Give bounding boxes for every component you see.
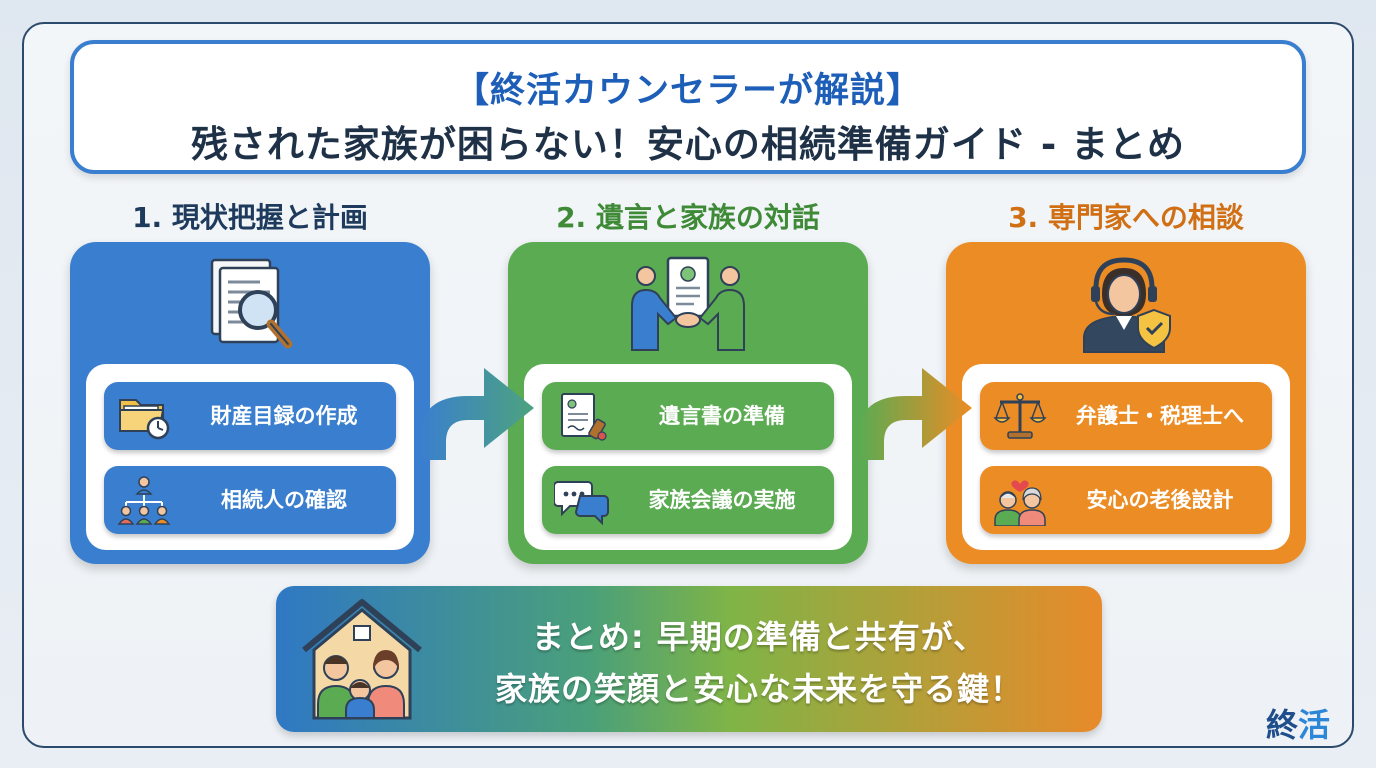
family-tree-icon — [117, 476, 171, 525]
step2-item-1-label: 遺言書の準備 — [659, 404, 785, 428]
summary-banner: まとめ: 早期の準備と共有が、 家族の笑顔と安心な未来を守る鍵！ — [276, 586, 1102, 732]
counselor-shield-icon — [1083, 257, 1171, 353]
flow-arrow-1-to-2 — [420, 368, 534, 460]
flow-arrow-2-to-3 — [858, 368, 972, 460]
step1-item-2[interactable]: 相続人の確認 — [104, 466, 396, 534]
summary-line-1: まとめ: 早期の準備と共有が、 — [531, 618, 987, 656]
step1-item-1-label: 財産目録の作成 — [210, 404, 358, 428]
logo-char-1: 終 — [1266, 706, 1299, 744]
step1-item-2-label: 相続人の確認 — [221, 488, 347, 512]
step1-items-card: 財産目録の作成 相続人の確認 — [86, 364, 414, 550]
step3-item-1-label: 弁護士・税理士へ — [1076, 404, 1244, 428]
logo-char-2: 活 — [1298, 706, 1331, 744]
step2-item-2-label: 家族会議の実施 — [648, 488, 796, 512]
elderly-couple-icon — [994, 480, 1046, 526]
step3-item-1[interactable]: 弁護士・税理士へ — [980, 382, 1272, 450]
step3-heading: 3. 専門家への相談 — [1008, 201, 1244, 234]
step2-panel: 遺言書の準備 家族会議の実施 — [508, 242, 868, 564]
step3-item-2[interactable]: 安心の老後設計 — [980, 466, 1272, 534]
step1-panel: 財産目録の作成 相続人の確認 — [70, 242, 430, 564]
brand-logo: 終活 — [1266, 700, 1350, 744]
page-title: 残された家族が困らない！安心の相続準備ガイド - まとめ — [190, 123, 1186, 166]
step2-item-1[interactable]: 遺言書の準備 — [542, 382, 834, 450]
summary-line-2: 家族の笑顔と安心な未来を守る鍵！ — [494, 670, 1023, 708]
step2-items-card: 遺言書の準備 家族会議の実施 — [524, 364, 852, 550]
step2-heading: 2. 遺言と家族の対話 — [556, 201, 820, 234]
family-house-icon — [302, 599, 422, 720]
title-banner: 【終活カウンセラーが解説】 残された家族が困らない！安心の相続準備ガイド - ま… — [70, 40, 1306, 174]
document-magnifier-icon — [210, 258, 293, 349]
chat-bubbles-icon — [554, 481, 609, 526]
step3-items-card: 弁護士・税理士へ 安心の老後設計 — [962, 364, 1290, 550]
step1-item-1[interactable]: 財産目録の作成 — [104, 382, 396, 450]
folder-clock-icon — [119, 399, 170, 440]
step3-item-2-label: 安心の老後設計 — [1086, 488, 1234, 512]
scales-icon — [993, 393, 1047, 439]
will-document-icon — [561, 393, 607, 441]
step2-item-2[interactable]: 家族会議の実施 — [542, 466, 834, 534]
title-tagline: 【終活カウンセラーが解説】 — [453, 71, 922, 111]
handshake-document-icon — [631, 256, 745, 351]
step1-heading: 1. 現状把握と計画 — [132, 201, 368, 234]
step3-panel: 弁護士・税理士へ 安心の老後設計 — [946, 242, 1306, 564]
